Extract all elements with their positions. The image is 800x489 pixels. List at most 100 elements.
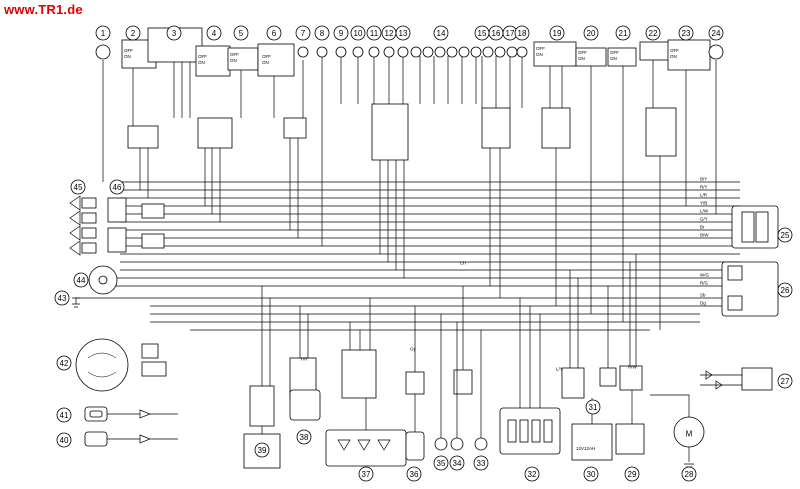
callout-ring bbox=[585, 399, 601, 415]
switch-on-label: ON bbox=[670, 54, 677, 59]
bottom-components bbox=[243, 349, 705, 469]
callout-3: 3 bbox=[166, 25, 182, 41]
callout-38: 38 bbox=[296, 429, 312, 445]
callout-12: 12 bbox=[381, 25, 397, 41]
callout-9: 9 bbox=[333, 25, 349, 41]
callout-ring bbox=[678, 25, 694, 41]
switch-off-label: OFF bbox=[262, 54, 271, 59]
callout-4: 4 bbox=[206, 25, 222, 41]
callout-number: 19 bbox=[553, 29, 562, 38]
callout-ring bbox=[314, 25, 330, 41]
wire-code-label: Sb bbox=[700, 293, 706, 298]
callout-number: 26 bbox=[781, 286, 790, 295]
callout-number: 41 bbox=[60, 411, 69, 420]
callout-45: 45 bbox=[70, 179, 86, 195]
callout-number: 37 bbox=[362, 470, 371, 479]
callout-number: 15 bbox=[478, 29, 487, 38]
wire-code-label: W/G bbox=[700, 273, 709, 278]
callout-number: 10 bbox=[354, 29, 363, 38]
bulb-icon bbox=[368, 46, 380, 58]
switch-on-label: ON bbox=[578, 56, 585, 61]
callout-22: 22 bbox=[645, 25, 661, 41]
callout-ring bbox=[615, 25, 631, 41]
bulb-icon bbox=[335, 46, 347, 58]
callout-number: 30 bbox=[587, 470, 596, 479]
callout-ring bbox=[254, 442, 270, 458]
callout-20: 20 bbox=[583, 25, 599, 41]
callout-1: 1 bbox=[95, 25, 111, 41]
wire-code-label: B/W bbox=[700, 233, 709, 238]
callout-number: 2 bbox=[131, 29, 136, 38]
left-components bbox=[72, 265, 178, 447]
callout-6: 6 bbox=[266, 25, 282, 41]
callout-ring bbox=[777, 282, 793, 298]
callout-ring bbox=[358, 466, 374, 482]
callout-ring bbox=[777, 227, 793, 243]
diagram-structure bbox=[69, 27, 779, 469]
callout-number: 35 bbox=[437, 459, 446, 468]
callout-23: 23 bbox=[678, 25, 694, 41]
switch-on-label: ON bbox=[124, 54, 131, 59]
switch-on-label: ON bbox=[610, 56, 617, 61]
switch-on-label: ON bbox=[536, 52, 543, 57]
wire-code-label: L/Y bbox=[556, 367, 563, 372]
right-connectors bbox=[700, 205, 779, 391]
callout-28: 28 bbox=[681, 466, 697, 482]
switch-off-label: OFF bbox=[124, 48, 133, 53]
callout-10: 10 bbox=[350, 25, 366, 41]
callout-44: 44 bbox=[73, 272, 89, 288]
callout-39: 39 bbox=[254, 442, 270, 458]
callout-number: 25 bbox=[781, 231, 790, 240]
switch-off-label: OFF bbox=[610, 50, 619, 55]
callout-number: 27 bbox=[781, 377, 790, 386]
callout-number: 24 bbox=[712, 29, 721, 38]
wire-code-label: R/W bbox=[628, 365, 638, 370]
battery-label: 12V12AH bbox=[576, 446, 595, 451]
wire-code-label: R/G bbox=[700, 281, 709, 286]
callout-18: 18 bbox=[514, 25, 530, 41]
callout-ring bbox=[395, 25, 411, 41]
bulb-icon bbox=[458, 46, 470, 58]
switch-off-label: OFF bbox=[536, 46, 545, 51]
motor-label: M bbox=[686, 430, 693, 439]
callout-number: 32 bbox=[528, 470, 537, 479]
wire-code-label: Dg bbox=[700, 301, 706, 306]
callout-number: 39 bbox=[258, 446, 267, 455]
callout-33: 33 bbox=[473, 455, 489, 471]
callout-number: 42 bbox=[60, 359, 69, 368]
callout-29: 29 bbox=[624, 466, 640, 482]
callout-19: 19 bbox=[549, 25, 565, 41]
callout-ring bbox=[56, 355, 72, 371]
bulb-icon bbox=[397, 46, 409, 58]
wire-code-label: Ch bbox=[460, 261, 466, 266]
callout-number: 22 bbox=[649, 29, 658, 38]
bulb-icon bbox=[506, 46, 518, 58]
callout-number: 34 bbox=[453, 459, 462, 468]
callout-31: 31 bbox=[585, 399, 601, 415]
turn-signal-lamps-left bbox=[69, 195, 165, 256]
bulb-icon bbox=[297, 46, 309, 58]
callout-number: 40 bbox=[60, 436, 69, 445]
callout-7: 7 bbox=[295, 25, 311, 41]
callout-number: 33 bbox=[477, 459, 486, 468]
callout-ring bbox=[266, 25, 282, 41]
callout-number: 11 bbox=[370, 29, 379, 38]
callout-number: 46 bbox=[113, 183, 122, 192]
bulb-icon bbox=[494, 46, 506, 58]
callout-ring bbox=[681, 466, 697, 482]
callout-number: 45 bbox=[74, 183, 83, 192]
callout-ring bbox=[109, 179, 125, 195]
callout-21: 21 bbox=[615, 25, 631, 41]
wire-code-label: G/Y bbox=[700, 217, 708, 222]
callout-ring bbox=[70, 179, 86, 195]
callout-ring bbox=[549, 25, 565, 41]
callout-number: 20 bbox=[587, 29, 596, 38]
callout-2: 2 bbox=[125, 25, 141, 41]
callout-ring bbox=[708, 25, 724, 41]
callout-number: 31 bbox=[589, 403, 598, 412]
callout-ring bbox=[295, 25, 311, 41]
callout-ring bbox=[206, 25, 222, 41]
callout-ring bbox=[433, 455, 449, 471]
